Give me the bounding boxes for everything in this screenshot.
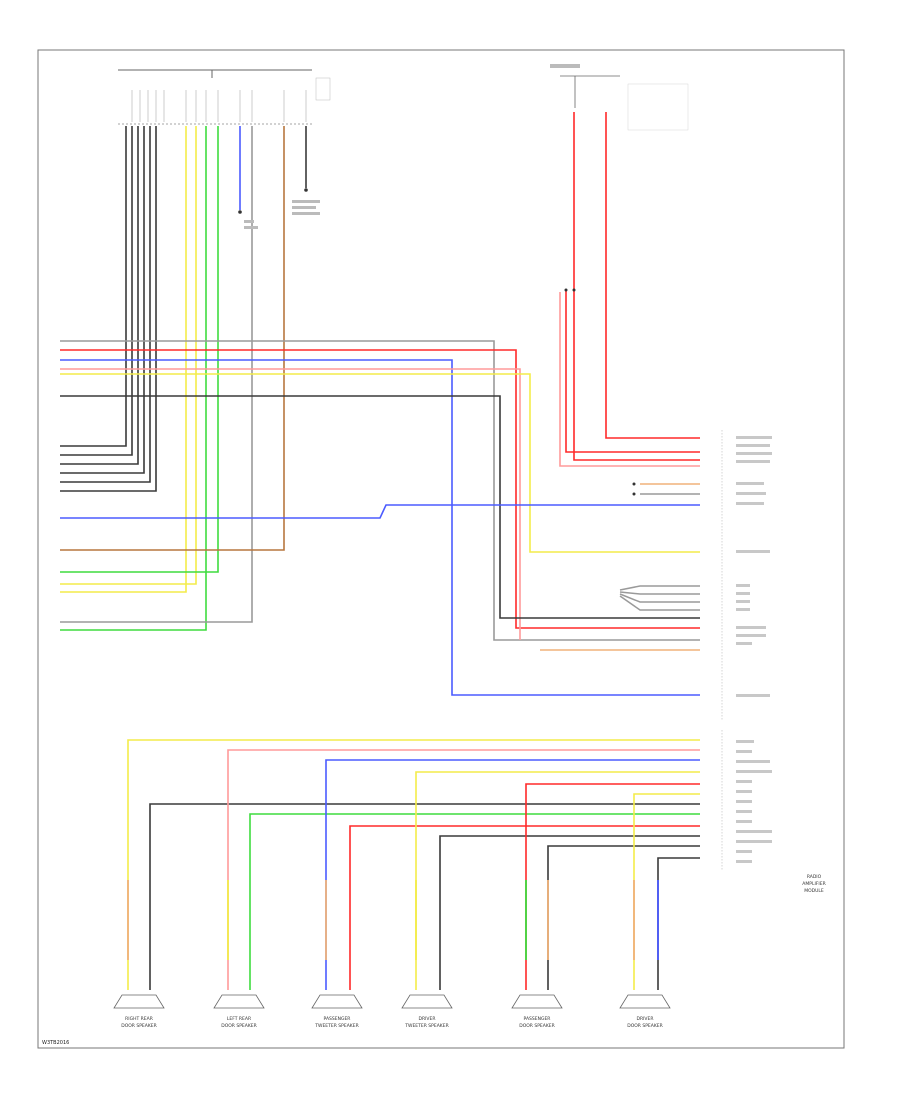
speaker-symbols — [113, 994, 671, 1009]
top-harness-wires — [60, 126, 307, 631]
footer-code: W3TB2016 — [42, 1040, 69, 1046]
speaker-5-label-b: DOOR SPEAKER — [519, 1023, 555, 1029]
speaker-1-label-b: DOOR SPEAKER — [121, 1023, 157, 1029]
module-label-line-1: RADIO — [807, 874, 822, 880]
speaker-5-label-a: PASSENGER — [524, 1016, 551, 1022]
speaker-wires — [127, 739, 700, 990]
speaker-captions: RIGHT REAR DOOR SPEAKER LEFT REAR DOOR S… — [121, 1016, 663, 1029]
speaker-2-label-b: DOOR SPEAKER — [221, 1023, 257, 1029]
speaker-4-label-a: DRIVER — [419, 1016, 436, 1022]
module-label-line-2: AMPLIFIER — [802, 881, 825, 887]
diagram-frame — [37, 49, 845, 1049]
speaker-4-label-b: TWEETER SPEAKER — [404, 1023, 448, 1029]
speaker-6-label-b: DOOR SPEAKER — [627, 1023, 663, 1029]
module-label-line-3: MODULE — [804, 888, 824, 894]
speaker-6-label-a: DRIVER — [637, 1016, 654, 1022]
speaker-3-label-a: PASSENGER — [324, 1016, 351, 1022]
speaker-1-label-a: RIGHT REAR — [125, 1016, 153, 1022]
ground-note — [244, 200, 320, 229]
left-feed-wires — [60, 340, 700, 696]
speaker-3-label-b: TWEETER SPEAKER — [314, 1023, 358, 1029]
top-left-connector — [118, 69, 331, 125]
speaker-connector-segments — [127, 880, 659, 960]
top-right-fuse — [550, 64, 689, 131]
module-connector — [721, 430, 772, 870]
mid-right-wires — [540, 483, 700, 651]
speaker-2-label-a: LEFT REAR — [227, 1016, 251, 1022]
battery-feed-wires — [559, 112, 700, 467]
module-label: RADIO AMPLIFIER MODULE — [802, 874, 825, 894]
